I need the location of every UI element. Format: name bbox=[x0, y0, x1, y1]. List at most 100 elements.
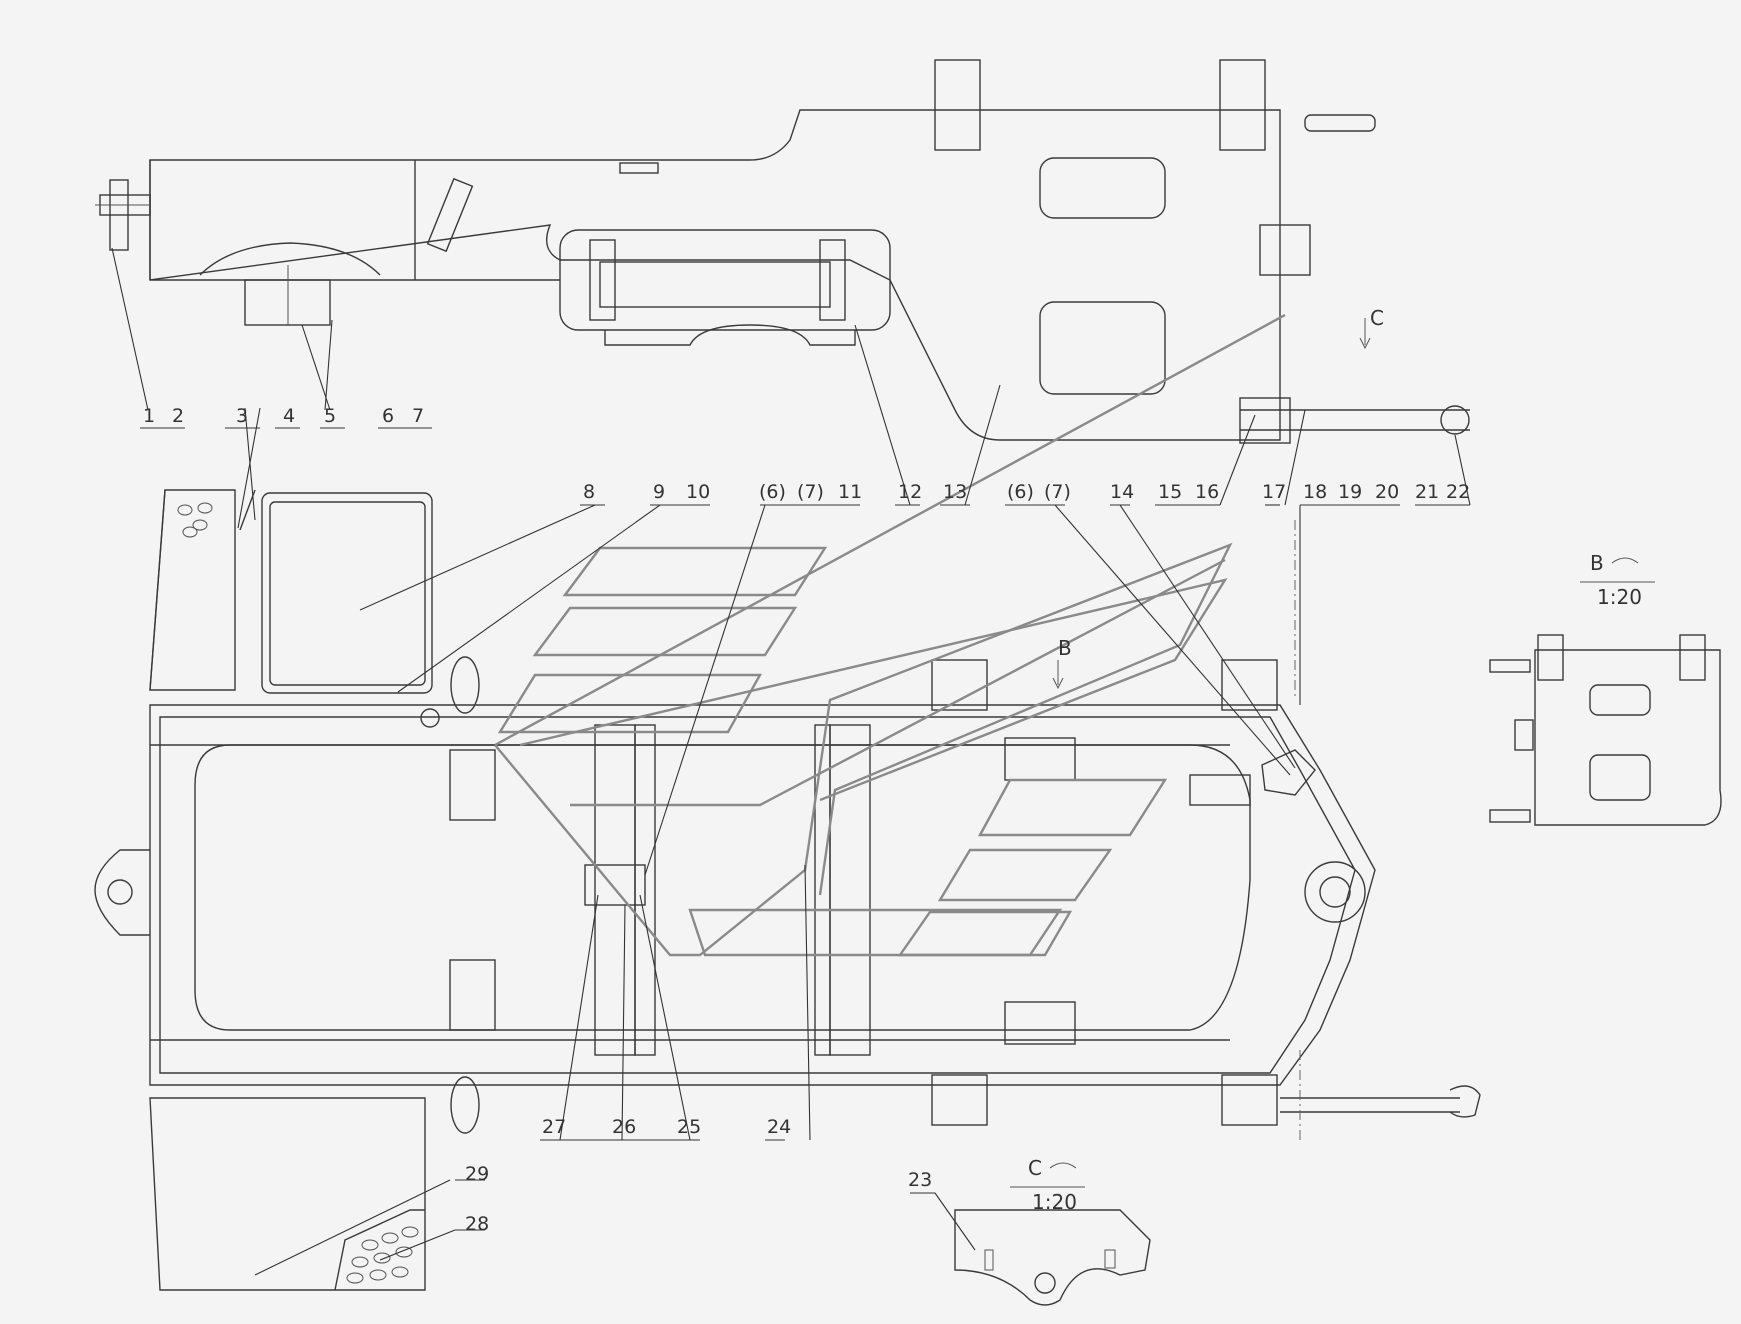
pad-bottom-mid bbox=[931, 1074, 988, 1126]
callout-4: 4 bbox=[283, 405, 295, 427]
step-box bbox=[149, 1097, 426, 1291]
callout-26: 26 bbox=[612, 1116, 636, 1138]
side-beam-outline bbox=[149, 109, 1281, 441]
view-c-hole bbox=[1034, 1272, 1056, 1294]
leader-lines bbox=[111, 247, 1471, 1276]
view-b-marker: B bbox=[1058, 636, 1072, 660]
overlay-diag-1 bbox=[494, 313, 1286, 747]
callout-19: 19 bbox=[1338, 481, 1362, 503]
callout-20: 20 bbox=[1375, 481, 1399, 503]
view-b-upright-right bbox=[1679, 634, 1706, 681]
view-b-window-bottom bbox=[1589, 754, 1651, 801]
view-c-rotate-icon bbox=[1049, 1162, 1077, 1169]
callout-10: 10 bbox=[686, 481, 710, 503]
tank-bulge bbox=[199, 242, 381, 276]
pad-bottom-right bbox=[1221, 1074, 1278, 1126]
overlay-panel-2 bbox=[532, 606, 798, 657]
side-window-bottom bbox=[1039, 301, 1166, 395]
right-hinge bbox=[1259, 224, 1311, 276]
callout-27: 27 bbox=[542, 1116, 566, 1138]
tread-holes bbox=[346, 1226, 419, 1284]
callout-labels: 1 2 3 4 5 6 7 8 9 10 (6) (7) 11 12 13 (6… bbox=[143, 405, 1470, 1235]
plan-view bbox=[94, 489, 1481, 1291]
view-b-detail bbox=[1489, 581, 1722, 826]
overlay-diag-4 bbox=[519, 578, 1228, 802]
tow-eye-top bbox=[1304, 114, 1376, 132]
view-b-arrowhead bbox=[1052, 677, 1064, 690]
pad-top-left bbox=[449, 749, 496, 821]
overlay-panel-6 bbox=[937, 848, 1113, 902]
callout-14: 14 bbox=[1110, 481, 1134, 503]
plan-frame-inner bbox=[159, 716, 1356, 1074]
view-c-bracket bbox=[954, 1209, 1151, 1306]
callout-6-ref-a: (6) bbox=[759, 481, 786, 503]
callout-9: 9 bbox=[653, 481, 665, 503]
plan-frame-outer bbox=[149, 704, 1376, 1086]
overlay-diag-2 bbox=[494, 542, 1233, 957]
callout-18: 18 bbox=[1303, 481, 1327, 503]
callout-17: 17 bbox=[1262, 481, 1286, 503]
right-pivot-outer bbox=[1304, 861, 1366, 923]
hinge-plate bbox=[1261, 749, 1316, 796]
rear-hook bbox=[1449, 1085, 1481, 1118]
callout-29: 29 bbox=[465, 1163, 489, 1185]
roller-left bbox=[589, 239, 616, 321]
callout-7: 7 bbox=[412, 405, 424, 427]
view-b-hinge bbox=[1514, 719, 1534, 751]
front-pin bbox=[109, 179, 129, 251]
roller-right bbox=[819, 239, 846, 321]
pad-bottom-left bbox=[449, 959, 496, 1031]
callout-15: 15 bbox=[1158, 481, 1182, 503]
callout-13: 13 bbox=[943, 481, 967, 503]
callout-16: 16 bbox=[1195, 481, 1219, 503]
callout-6-ref-b: (6) bbox=[1007, 481, 1034, 503]
lift-lug-bottom bbox=[450, 1076, 480, 1134]
overlay-panel-5 bbox=[977, 778, 1168, 837]
callout-1: 1 bbox=[143, 405, 155, 427]
panel-overlays bbox=[494, 313, 1286, 957]
step-tread bbox=[334, 1209, 425, 1291]
view-c-slot bbox=[984, 1249, 994, 1271]
lift-lug-top bbox=[450, 656, 480, 714]
battery-box-main bbox=[261, 492, 433, 694]
callout-28: 28 bbox=[465, 1213, 489, 1235]
right-pivot-inner bbox=[1319, 876, 1351, 908]
center-block bbox=[584, 864, 646, 906]
callout-5: 5 bbox=[324, 405, 336, 427]
plan-cutout bbox=[194, 744, 1251, 1031]
battery-vent bbox=[177, 502, 213, 538]
callout-7-ref-a: (7) bbox=[797, 481, 824, 503]
view-c-detail bbox=[954, 1186, 1151, 1306]
view-b-pin-top bbox=[1489, 659, 1531, 673]
view-c-title: C bbox=[1028, 1156, 1042, 1180]
roller-axle bbox=[599, 261, 831, 308]
overlay-panel-7 bbox=[897, 910, 1073, 957]
callout-24: 24 bbox=[767, 1116, 791, 1138]
callout-7-ref-b: (7) bbox=[1044, 481, 1071, 503]
callout-25: 25 bbox=[677, 1116, 701, 1138]
callout-21: 21 bbox=[1415, 481, 1439, 503]
view-c-marker: C bbox=[1370, 306, 1384, 330]
front-tow-hole bbox=[107, 879, 133, 905]
side-window-top bbox=[1039, 157, 1166, 219]
callout-12: 12 bbox=[898, 481, 922, 503]
cross-member-3 bbox=[829, 724, 871, 1056]
callout-23: 23 bbox=[908, 1169, 932, 1191]
side-view bbox=[95, 59, 1470, 444]
view-b-pin-bottom bbox=[1489, 809, 1531, 823]
view-c-arrowhead bbox=[1359, 337, 1371, 350]
left-upright bbox=[934, 59, 981, 151]
cross-member-4 bbox=[814, 724, 831, 1056]
cylinder-symbol bbox=[426, 177, 474, 253]
view-b-upright-left bbox=[1537, 634, 1564, 681]
view-b-title: B bbox=[1590, 551, 1604, 575]
front-tow-lug bbox=[94, 849, 150, 936]
view-b-rotate-icon bbox=[1611, 557, 1639, 564]
overlay-diag-3 bbox=[570, 558, 1226, 807]
view-b-window-top bbox=[1589, 684, 1651, 716]
view-b-plate bbox=[1534, 649, 1722, 826]
overlay-panel-1 bbox=[562, 546, 828, 597]
view-b-scale: 1:20 bbox=[1597, 585, 1642, 609]
callout-3: 3 bbox=[236, 405, 248, 427]
